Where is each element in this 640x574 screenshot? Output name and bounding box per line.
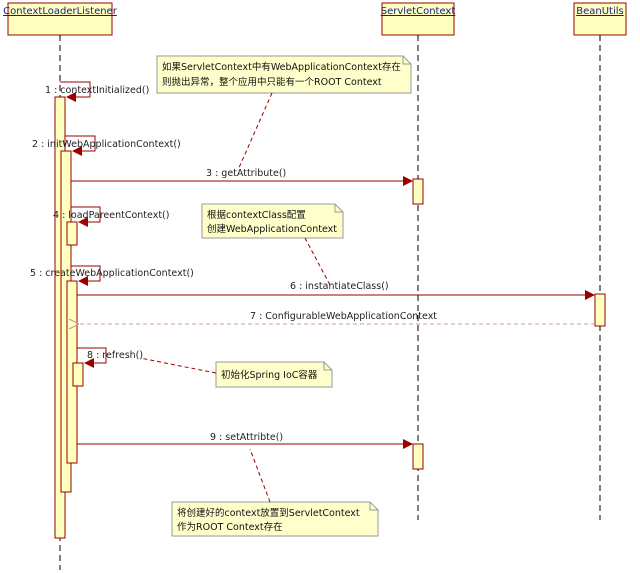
message-arrow-5 — [71, 265, 101, 286]
message-label-3: 3 : getAttribute() — [206, 168, 286, 179]
participant-name: ServletContext — [381, 6, 456, 17]
activation-bar — [412, 443, 424, 470]
note-1: 如果ServletContext中有WebApplicationContext存… — [156, 55, 412, 94]
message-arrow-4 — [71, 206, 101, 227]
note-shape — [201, 203, 344, 239]
activation-bar — [66, 221, 78, 246]
message-label-7: 7 : ConfigurableWebApplicationContext — [250, 311, 437, 322]
participant-servletcontext: ServletContext — [381, 2, 456, 36]
note-3: 初始化Spring IoC容器 — [215, 361, 333, 388]
note-line: 初始化Spring IoC容器 — [221, 369, 318, 381]
participant-box — [7, 2, 113, 36]
message-label-2: 2 : initWebApplicationContext() — [32, 139, 181, 150]
note-line: 将创建好的context放置到ServletContext — [177, 507, 360, 519]
note-line: 创建WebApplicationContext — [207, 223, 337, 235]
note-connector-4 — [249, 448, 271, 503]
message-label-6: 6 : instantiateClass() — [290, 281, 389, 292]
note-line: 如果ServletContext中有WebApplicationContext存… — [162, 61, 401, 73]
participant-name: BeanUtils — [576, 6, 624, 17]
note-corner — [369, 502, 378, 511]
message-label-1: 1 : contextInitialized() — [45, 85, 149, 96]
message-arrow-1 — [60, 81, 91, 102]
participant-name: ContextLoaderListener — [3, 6, 118, 17]
note-shape — [156, 55, 412, 94]
message-label-8: 8 : refresh() — [87, 350, 143, 361]
message-arrow-8 — [77, 347, 107, 368]
note-connector-2 — [304, 237, 331, 286]
note-line: 作为ROOT Context存在 — [177, 521, 283, 533]
note-connector-3 — [139, 357, 217, 374]
activation-bar — [594, 293, 606, 327]
note-shape — [171, 501, 379, 537]
activation-bar — [72, 362, 84, 387]
message-label-4: 4 : loadPareentContext() — [53, 210, 169, 221]
note-corner — [402, 56, 411, 65]
activation-bar — [412, 178, 424, 205]
participant-beanutils: BeanUtils — [573, 2, 627, 36]
note-line: 根据contextClass配置 — [207, 209, 306, 221]
note-line: 则抛出异常，整个应用中只能有一个ROOT Context — [162, 76, 382, 88]
message-arrow-2 — [65, 135, 96, 156]
message-label-9: 9 : setAttribte() — [210, 432, 283, 443]
participant-box — [381, 2, 455, 36]
note-2: 根据contextClass配置 创建WebApplicationContext — [201, 203, 344, 239]
participant-contextloaderlistener: ContextLoaderListener — [3, 2, 118, 36]
note-shape — [215, 361, 333, 388]
message-label-5: 5 : createWebApplicationContext() — [30, 268, 194, 279]
note-corner — [334, 204, 343, 213]
note-4: 将创建好的context放置到ServletContext 作为ROOT Con… — [171, 501, 379, 537]
note-corner — [323, 362, 332, 371]
note-connector-1 — [237, 92, 273, 171]
